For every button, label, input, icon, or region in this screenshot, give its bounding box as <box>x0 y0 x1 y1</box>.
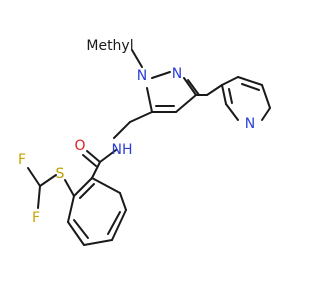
bond <box>113 121 131 139</box>
bond <box>225 103 239 121</box>
bond <box>119 192 127 211</box>
bond <box>67 221 85 246</box>
bond <box>79 183 95 199</box>
bond <box>27 167 41 187</box>
benzene-ring <box>67 177 127 246</box>
bond <box>64 179 75 197</box>
bond <box>221 84 227 105</box>
bond <box>237 76 263 86</box>
bond <box>39 174 57 187</box>
bond <box>86 150 101 163</box>
carbonyl-oxygen-label: O <box>74 138 85 154</box>
bond <box>241 83 260 91</box>
bond <box>175 94 197 113</box>
bond <box>83 239 113 246</box>
pyrazole-n2-label: N <box>172 66 182 82</box>
pyridine-ring <box>206 76 271 121</box>
pyridine-nitrogen-label: N <box>245 116 255 132</box>
bond <box>99 149 117 163</box>
bond <box>151 71 171 79</box>
molecule-drawing: N N N Methyl NH O S F F <box>18 38 271 246</box>
structure-canvas: N N N Methyl NH O S F F <box>18 38 271 246</box>
fluorine-label: F <box>32 210 40 226</box>
bond <box>261 84 271 109</box>
pyrazole-ring <box>113 49 208 139</box>
bond <box>67 195 75 223</box>
fluorine-label: F <box>18 152 26 168</box>
bond <box>131 49 143 68</box>
pyrazole-n1-label: N <box>137 68 147 84</box>
amide-nh-label: NH <box>112 142 133 158</box>
methyl-label: Methyl <box>86 38 133 54</box>
bond <box>206 84 223 96</box>
bond <box>146 87 153 113</box>
bond <box>91 177 121 194</box>
bond <box>228 88 233 104</box>
bond <box>111 209 127 241</box>
bond <box>107 211 121 235</box>
bond <box>221 76 239 86</box>
bond <box>129 111 153 123</box>
bond <box>37 185 41 209</box>
bond <box>261 107 271 121</box>
amide-group <box>82 149 117 179</box>
bond <box>187 79 200 96</box>
difluoromethylthio-group <box>27 167 75 209</box>
sulfur-label: S <box>56 166 65 182</box>
bond <box>91 161 101 179</box>
bond <box>82 154 97 167</box>
bond <box>73 219 89 239</box>
bond <box>183 77 197 96</box>
bond <box>73 177 93 197</box>
